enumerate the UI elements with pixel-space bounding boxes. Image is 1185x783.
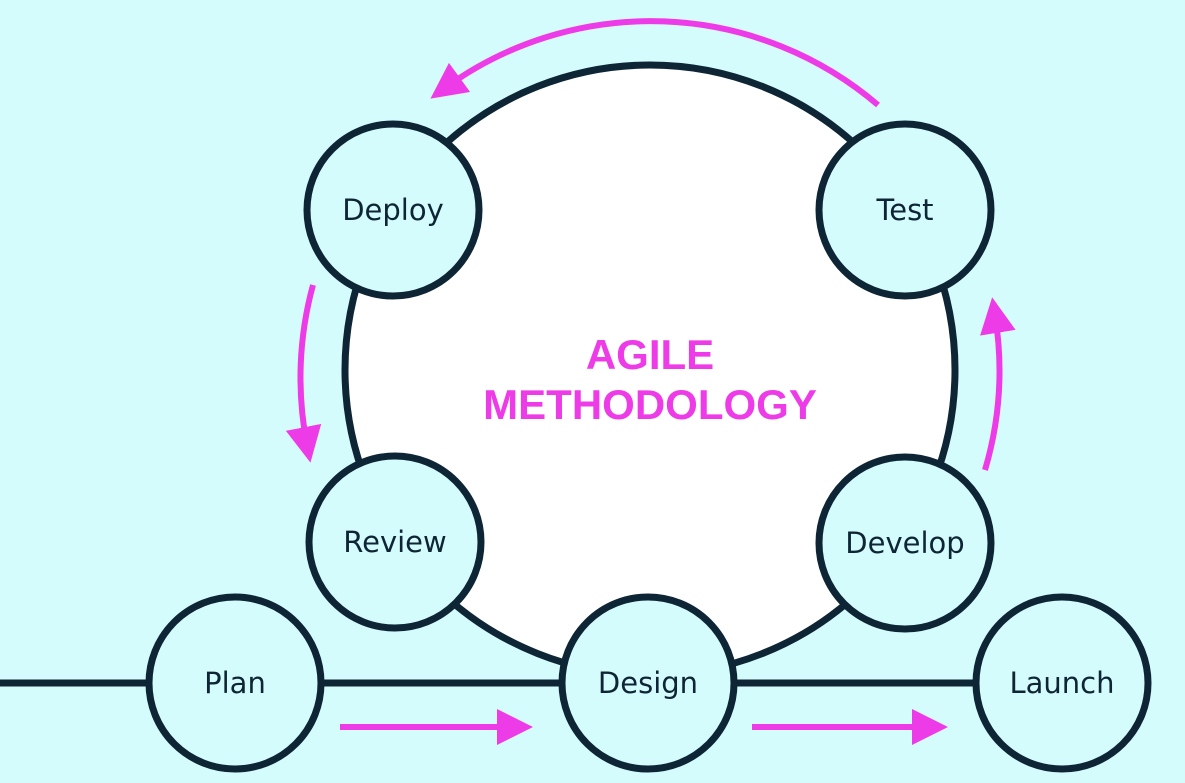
label-develop: Develop <box>845 526 965 560</box>
arrow-develop-to-test <box>980 297 1016 471</box>
label-review: Review <box>343 525 447 559</box>
diagram-title: AGILE METHODOLOGY <box>483 330 817 430</box>
title-line-2: METHODOLOGY <box>483 381 817 428</box>
label-design: Design <box>597 666 699 700</box>
node-deploy <box>303 120 483 300</box>
node-plan <box>145 593 325 773</box>
arrow-deploy-to-review <box>285 284 322 463</box>
node-launch <box>972 593 1152 773</box>
node-design <box>558 593 738 773</box>
arrow-test-to-deploy <box>430 18 880 108</box>
node-develop <box>815 453 995 633</box>
label-launch: Launch <box>1009 666 1115 700</box>
node-test <box>815 120 995 300</box>
node-review <box>305 452 485 632</box>
label-plan: Plan <box>204 666 266 700</box>
label-test: Test <box>876 193 934 227</box>
title-line-1: AGILE <box>585 331 715 378</box>
label-deploy: Deploy <box>342 193 444 227</box>
